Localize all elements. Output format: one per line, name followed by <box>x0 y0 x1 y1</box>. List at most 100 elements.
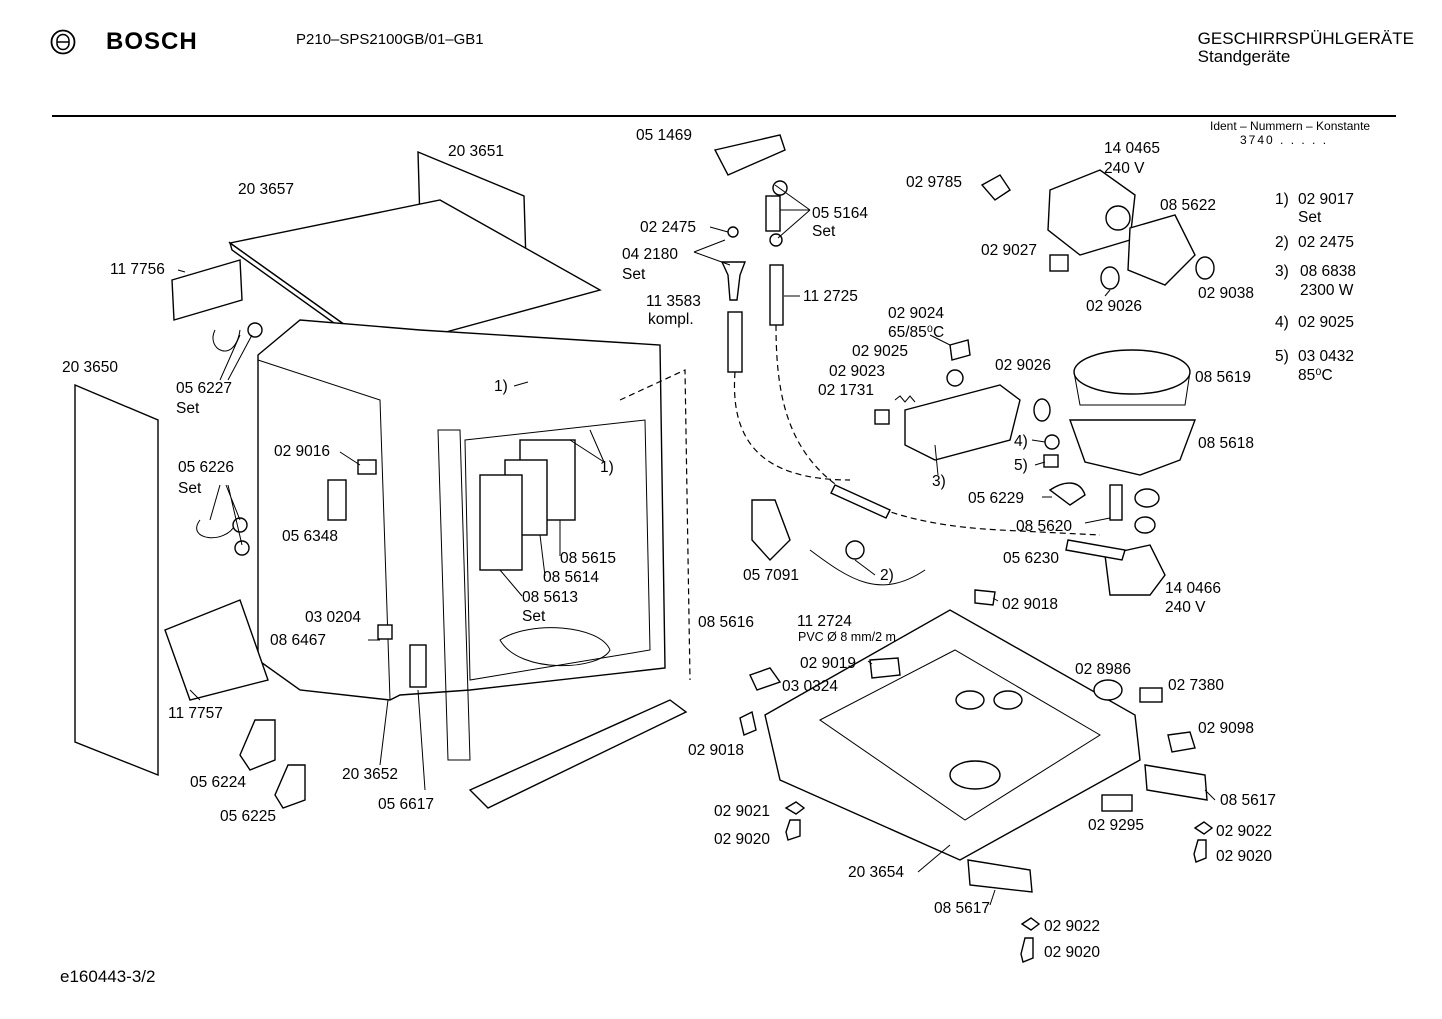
ring-right <box>1134 516 1156 534</box>
label-056617: 05 6617 <box>378 796 434 813</box>
foot-085617b <box>967 859 1033 893</box>
label-029023: 02 9023 <box>829 363 885 380</box>
leader-029026a <box>1104 289 1111 297</box>
label-029026b: 02 9026 <box>995 357 1051 374</box>
label-085622: 08 5622 <box>1160 197 1216 214</box>
label-085616: 08 5616 <box>698 614 754 631</box>
valve-057091 <box>751 499 791 562</box>
label-203650: 20 3650 <box>62 359 118 376</box>
leader-2 <box>854 559 876 576</box>
tube-113583 <box>727 311 743 373</box>
leader-029018a <box>992 597 999 602</box>
valve-part <box>845 540 865 560</box>
label-085615: 08 5615 <box>560 550 616 567</box>
label-203651: 20 3651 <box>448 143 504 160</box>
pipe-085620 <box>1109 484 1123 521</box>
leader-5 <box>1034 461 1046 466</box>
sensor-056225 <box>274 764 306 809</box>
label-203652: 20 3652 <box>342 766 398 783</box>
seal-029038 <box>1195 256 1215 280</box>
label-029038: 02 9038 <box>1198 285 1254 302</box>
leader-085613 <box>499 569 523 597</box>
label-029024: 02 9024 <box>888 305 944 322</box>
filter-085619 <box>1073 349 1191 395</box>
clip-029018a <box>974 589 996 606</box>
filter-screen-c <box>479 474 523 571</box>
label-ref3: 3) <box>932 473 946 490</box>
switch-021731 <box>874 409 890 425</box>
label-029016: 02 9016 <box>274 443 330 460</box>
leader-056227 <box>219 334 253 381</box>
hose-corrugated <box>830 484 891 519</box>
legend-key-4: 4) <box>1275 314 1289 331</box>
cabinet-body <box>257 319 666 701</box>
leader-056226 <box>209 484 243 546</box>
label-029018b: 02 9018 <box>688 742 744 759</box>
bosch-logo-icon <box>50 29 76 55</box>
label-055164: 05 5164 <box>812 205 868 222</box>
hose-path-b <box>775 324 1101 536</box>
hose-path-a <box>733 371 851 481</box>
hose-056229 <box>1048 482 1086 506</box>
label-kompl: kompl. <box>648 311 694 328</box>
label-203654: 20 3654 <box>848 864 904 881</box>
side-panel <box>74 383 159 777</box>
label-022475: 02 2475 <box>640 219 696 236</box>
hose-056227 <box>212 329 241 352</box>
hose-056230 <box>1065 539 1126 561</box>
label-set-a: Set <box>176 400 200 417</box>
legend-part-4: 02 9025 <box>1298 314 1354 331</box>
label-085619: 08 5619 <box>1195 369 1251 386</box>
hose-056226 <box>196 519 236 539</box>
label-030324: 03 0324 <box>782 678 838 695</box>
tub-floor-circle <box>499 627 611 667</box>
cap-029027 <box>1049 254 1069 272</box>
label-029785: 02 9785 <box>906 174 962 191</box>
screw-042180 <box>720 261 747 301</box>
label-temp6585: 65/85⁰C <box>888 324 944 341</box>
label-029020a: 02 9020 <box>1216 848 1272 865</box>
part-056348 <box>327 479 347 521</box>
label-057091: 05 7091 <box>743 567 799 584</box>
hose-055164 <box>765 195 781 232</box>
legend-note-3: 2300 W <box>1300 282 1354 299</box>
bolt-029020a <box>1193 839 1207 863</box>
label-029295: 02 9295 <box>1088 817 1144 834</box>
label-029098: 02 9098 <box>1198 720 1254 737</box>
clip-030324 <box>749 667 782 691</box>
category-subtitle: Standgeräte <box>1197 47 1291 66</box>
label-117757: 11 7757 <box>168 705 223 722</box>
legend: 1) 02 9017 Set 2) 02 2475 3) 08 6838 230… <box>1275 191 1356 384</box>
clip-029018b <box>739 710 757 736</box>
label-203657: 20 3657 <box>238 181 294 198</box>
heater-086838 <box>904 384 1021 461</box>
sensor-056224 <box>239 719 276 771</box>
label-056348: 05 6348 <box>282 528 338 545</box>
switch-027380 <box>1139 687 1163 703</box>
nut-029022a <box>1193 821 1214 835</box>
legend-key-5: 5) <box>1275 348 1289 365</box>
label-085617b: 08 5617 <box>934 900 990 917</box>
label-085617a: 08 5617 <box>1220 792 1276 809</box>
label-029027: 02 9027 <box>981 242 1037 259</box>
label-029021: 02 9021 <box>714 803 770 820</box>
bolt-029020b <box>785 819 801 841</box>
label-029020b: 02 9020 <box>714 831 770 848</box>
legend-key-1: 1) <box>1275 191 1289 208</box>
leader-085617b <box>989 889 996 906</box>
motor-shaft <box>1105 205 1131 231</box>
nut-029025 <box>1044 434 1060 450</box>
label-056225: 05 6225 <box>220 808 276 825</box>
legend-note-5: 85⁰C <box>1298 367 1333 384</box>
clip-029019 <box>869 657 901 679</box>
clamp-056227 <box>247 322 263 338</box>
label-042180: 04 2180 <box>622 246 678 263</box>
part-056617 <box>409 644 427 688</box>
label-051469: 05 1469 <box>636 127 692 144</box>
leader-085617a <box>1204 789 1216 801</box>
label-set-d: Set <box>622 266 646 283</box>
legend-note-1: Set <box>1298 209 1322 226</box>
legend-key-2: 2) <box>1275 234 1289 251</box>
label-ref4: 4) <box>1014 433 1028 450</box>
